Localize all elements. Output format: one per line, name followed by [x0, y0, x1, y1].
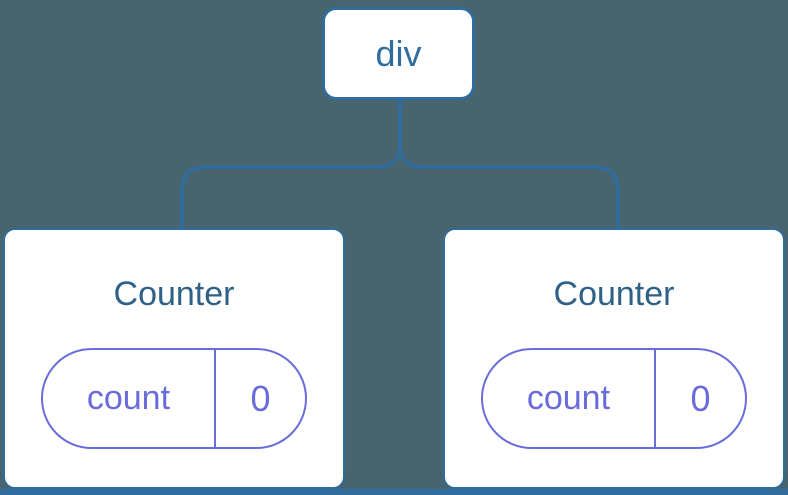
counter-component-card-left: Counter count 0	[3, 228, 345, 489]
connector-left-branch	[180, 100, 402, 229]
tree-node-div: div	[322, 7, 475, 100]
state-pill: count 0	[41, 348, 307, 449]
component-name-label: Counter	[113, 275, 235, 313]
state-key-label: count	[43, 350, 216, 447]
component-name-label: Counter	[553, 275, 675, 313]
counter-component-card-right: Counter count 0	[443, 228, 785, 489]
state-pill: count 0	[481, 348, 747, 449]
state-key-label: count	[483, 350, 656, 447]
state-value-label: 0	[690, 377, 711, 419]
connector-right-branch	[398, 100, 620, 229]
state-value-label: 0	[250, 377, 271, 419]
bottom-blue-strip	[0, 489, 788, 495]
tree-node-div-label: div	[375, 32, 422, 74]
